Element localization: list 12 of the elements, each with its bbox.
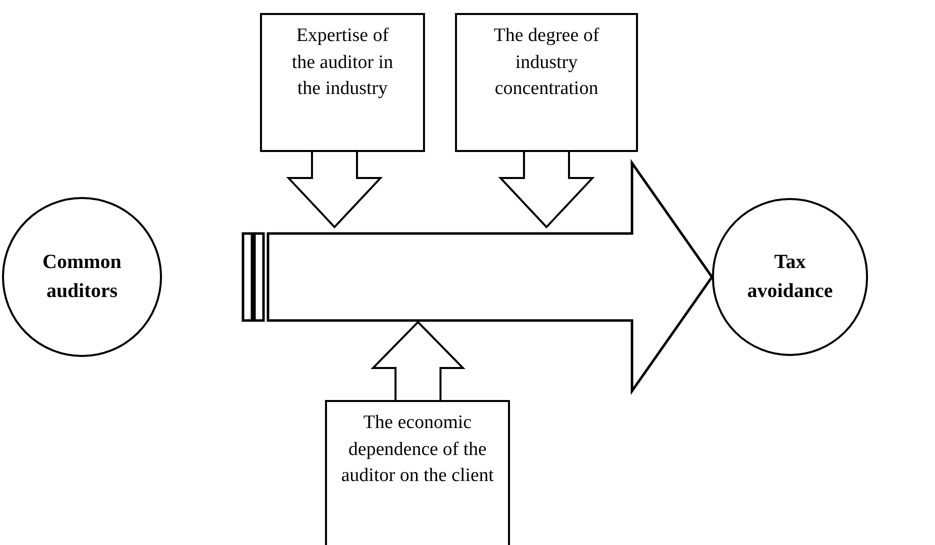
callout-arrow <box>370 320 466 401</box>
callout-arrow <box>498 151 595 228</box>
callout-arrow <box>286 151 383 228</box>
node-label: The degree of industry concentration <box>492 24 600 102</box>
factor-box <box>325 400 510 545</box>
factor-box <box>455 13 638 152</box>
factor-box <box>260 13 425 152</box>
node-label: Tax avoidance <box>746 250 834 304</box>
block-arrow <box>242 159 714 395</box>
node-label: Common auditors <box>42 250 122 304</box>
node-label: The economic dependence of the auditor on the client <box>340 411 495 488</box>
node-label: Expertise of the auditor in the industry <box>290 24 394 102</box>
